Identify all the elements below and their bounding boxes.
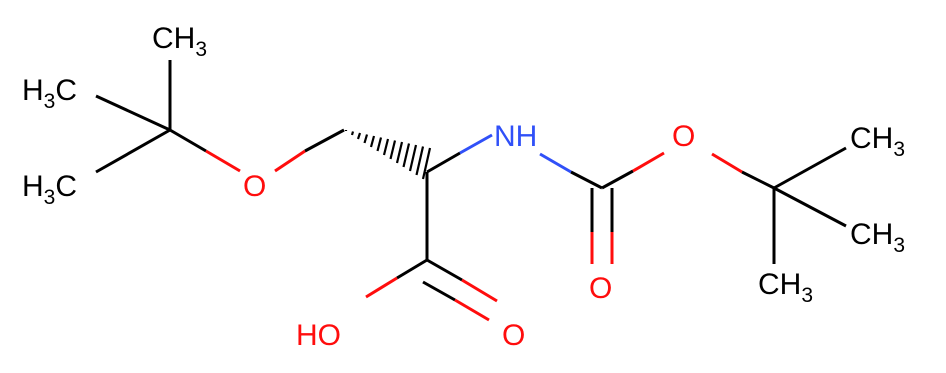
bond-alpha-to-n-blue — [459, 133, 493, 155]
atom-carbamate-ester-oxygen: O — [672, 120, 695, 153]
bond-tbu-h3c-low — [95, 128, 171, 174]
bond-n-to-carbonyl-blue — [539, 152, 572, 174]
bond-cooh-double-a-red — [461, 278, 498, 303]
bond-o-to-tbu-red — [711, 152, 743, 174]
bond-cooh-double-a-black — [426, 258, 463, 282]
atom-ether-oxygen: O — [243, 170, 266, 203]
bond-cooh-double-b-black — [422, 280, 456, 302]
bond-carbonyl-to-o-red — [632, 151, 665, 173]
left-tert-butyl-bonds — [95, 60, 241, 174]
carbamate-bonds — [539, 151, 665, 264]
atom-h3c-mid: H3C — [22, 74, 77, 113]
bond-tbu-h3c-mid — [95, 94, 171, 132]
alpha-to-nh-bonds — [426, 133, 493, 174]
atom-acid-carbonyl-oxygen: O — [502, 319, 525, 352]
bond-tbu-to-ch3-r2 — [773, 186, 847, 228]
atom-h3c-low: H3C — [22, 170, 77, 209]
atom-carbamate-carbonyl-oxygen: O — [589, 272, 612, 305]
ether-ch2-bonds — [274, 128, 345, 173]
atom-amine-nh: NH — [494, 120, 537, 153]
carboxylic-acid-bonds — [365, 172, 498, 322]
bond-alpha-to-n-black — [426, 151, 461, 174]
bond-o-to-tbu-black — [741, 170, 775, 190]
bond-cooh-double-b-red — [454, 298, 490, 322]
right-tert-butyl-bonds — [711, 146, 847, 264]
bond-cooh-to-oh-black — [396, 258, 428, 280]
atom-acid-hydroxyl: HO — [296, 319, 341, 352]
atom-ch3-right-2: CH3 — [850, 218, 905, 257]
bond-n-to-carbonyl-black — [570, 170, 603, 190]
bond-tbu-to-ch3-r1 — [773, 146, 847, 190]
bond-carbonyl-to-o-black — [601, 169, 634, 190]
atom-ch3-right-1: CH3 — [850, 122, 905, 161]
bond-o-to-ch2-red — [274, 149, 306, 173]
bond-o-to-ch2-black — [304, 128, 345, 153]
bond-cooh-to-oh-red — [365, 276, 398, 299]
hashed-wedge-bond — [344, 130, 432, 180]
bond-tbu-to-o-black — [169, 128, 207, 153]
bond-tbu-to-o-red — [205, 149, 241, 173]
atom-ch3-top: CH3 — [152, 22, 207, 61]
atom-ch3-right-3: CH3 — [758, 268, 813, 307]
